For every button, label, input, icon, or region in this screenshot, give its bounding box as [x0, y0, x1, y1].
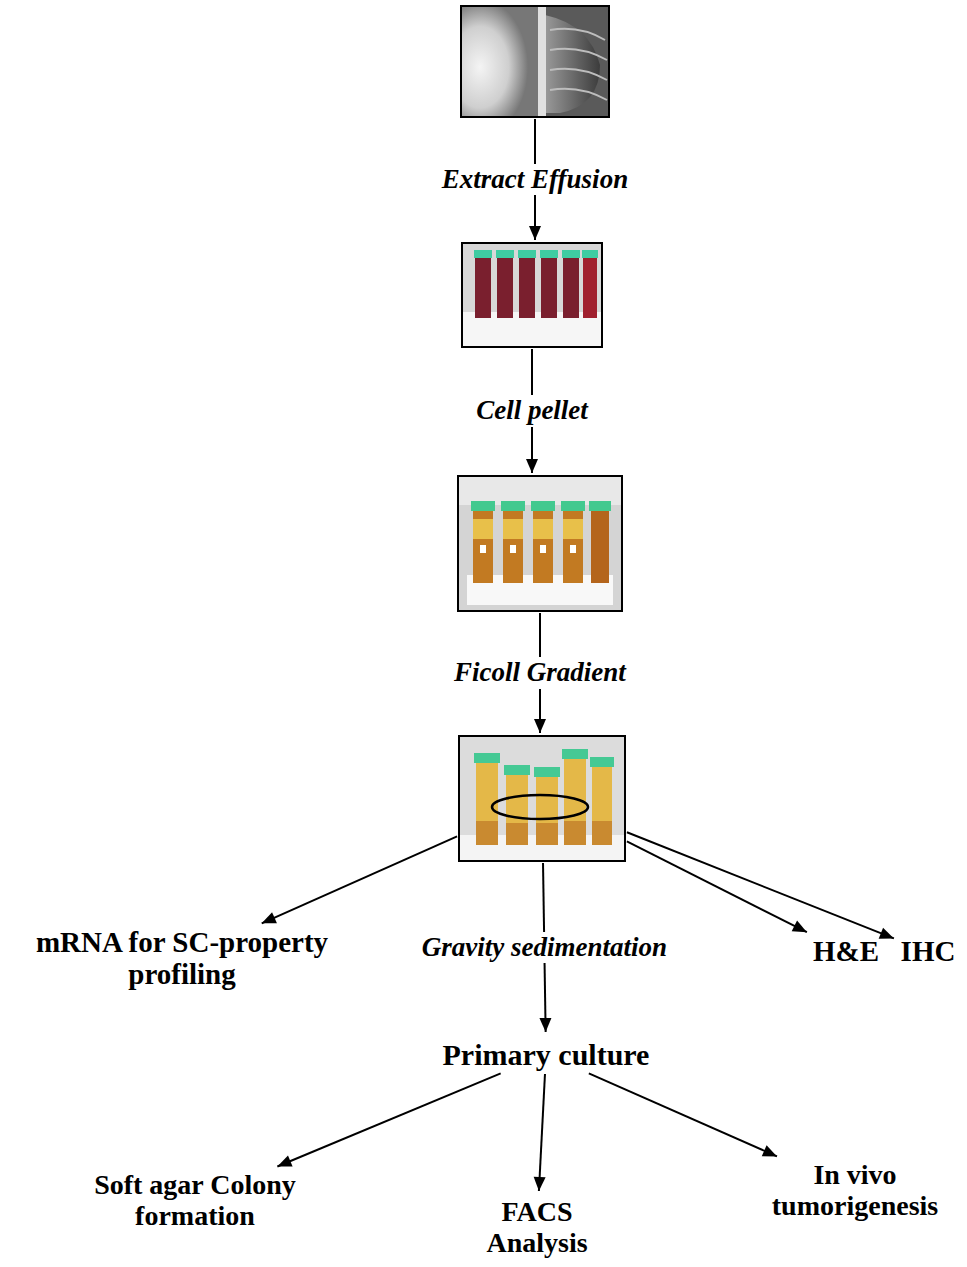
- arrow-line: [627, 841, 807, 932]
- tubes-picture: [457, 475, 623, 612]
- arrow-connector: [262, 836, 457, 923]
- arrow-line: [627, 832, 894, 938]
- image-box: [460, 5, 610, 118]
- tubes-picture: [458, 735, 626, 862]
- arrow-line: [589, 1073, 777, 1156]
- text-node: In vivo tumorigenesis: [755, 1158, 955, 1224]
- arrow-line: [277, 1073, 500, 1166]
- arrow-line: [262, 836, 457, 923]
- node-text: H&E: [813, 936, 879, 968]
- arrow-connector: [277, 1073, 500, 1166]
- node-text: Soft agar Colony formation: [63, 1170, 327, 1232]
- xray-picture: [460, 5, 610, 118]
- node-text: In vivo tumorigenesis: [758, 1160, 952, 1222]
- node-text: FACS Analysis: [470, 1197, 604, 1259]
- node-text: mRNA for SC-property profiling: [13, 927, 352, 991]
- text-node: IHC: [898, 934, 959, 970]
- text-node: Primary culture: [440, 1036, 653, 1073]
- text-node: Soft agar Colony formation: [60, 1168, 330, 1234]
- image-box: [457, 475, 623, 612]
- arrow-head: [529, 226, 541, 240]
- arrow-connector: [627, 832, 894, 938]
- text-node: H&E: [810, 934, 882, 970]
- arrow-head: [277, 1156, 292, 1167]
- arrow-head: [526, 459, 538, 473]
- image-box: [461, 242, 603, 348]
- arrow-head: [262, 912, 277, 923]
- arrow-connector: [627, 841, 807, 932]
- tubes-picture: [461, 242, 603, 348]
- edge-label: Ficoll Gradient: [451, 657, 629, 688]
- image-box: [458, 735, 626, 862]
- arrow-head: [792, 921, 807, 933]
- arrow-head: [539, 1018, 551, 1032]
- node-text: IHC: [901, 936, 956, 968]
- arrow-head: [534, 719, 546, 733]
- arrow-line: [539, 1074, 545, 1191]
- arrow-head: [534, 1177, 546, 1191]
- arrow-head: [879, 928, 894, 939]
- node-text: Primary culture: [443, 1038, 650, 1071]
- text-node: FACS Analysis: [467, 1195, 607, 1261]
- edge-label: Cell pellet: [473, 395, 591, 426]
- arrow-head: [762, 1145, 777, 1156]
- text-node: mRNA for SC-property profiling: [10, 925, 355, 993]
- edge-label: Gravity sedimentation: [419, 932, 670, 963]
- edge-label: Extract Effusion: [439, 164, 631, 195]
- arrow-connector: [539, 1074, 545, 1191]
- arrow-connector: [589, 1073, 777, 1156]
